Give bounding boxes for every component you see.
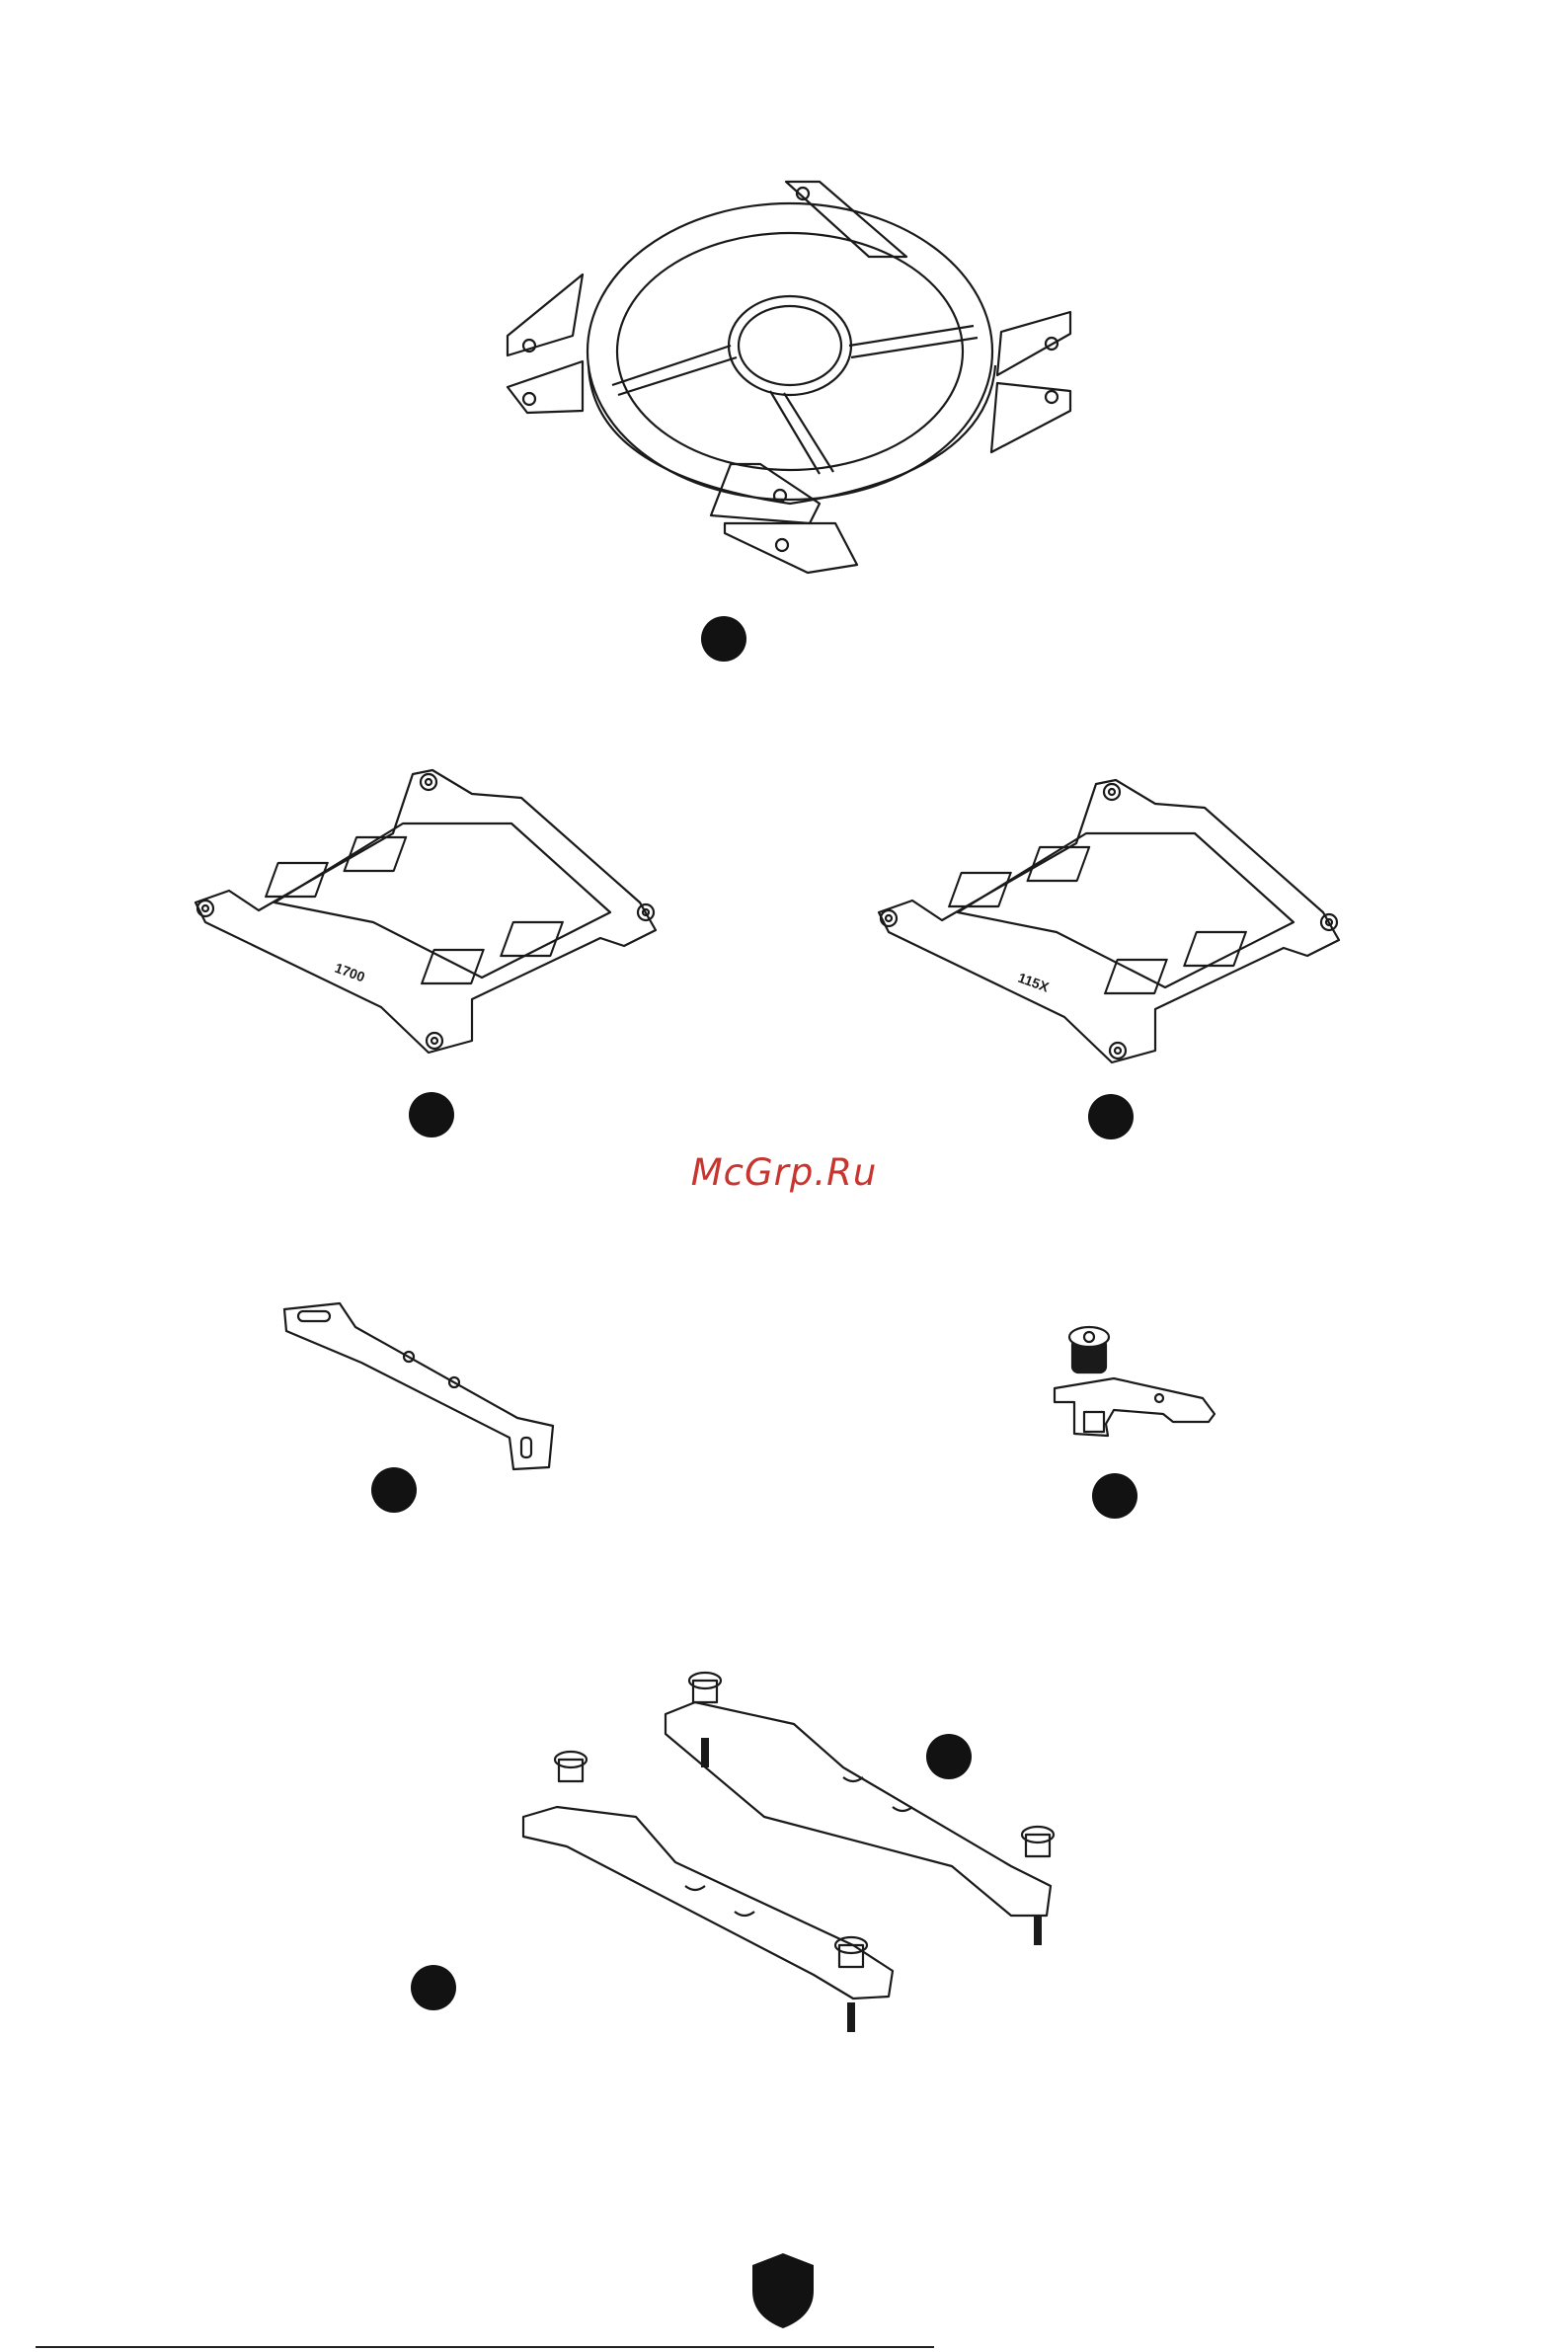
marker-standoff-clip xyxy=(1092,1473,1137,1519)
marker-bar-upper xyxy=(926,1734,972,1779)
svg-text:115X: 115X xyxy=(1016,970,1052,995)
mounting-bracket-115x: 115X xyxy=(869,774,1363,1080)
marker-fan xyxy=(701,616,746,662)
svg-text:1700: 1700 xyxy=(333,960,367,985)
fan-illustration xyxy=(494,178,1086,592)
footer-rule xyxy=(36,2346,934,2348)
marker-bracket-115x xyxy=(1088,1094,1134,1139)
marker-support-plate xyxy=(371,1467,417,1513)
watermark-text: McGrp.Ru xyxy=(0,1151,1568,1194)
mounting-bracket-1700: 1700 xyxy=(186,764,679,1070)
mounting-bars xyxy=(517,1659,1080,2054)
marker-bar-lower xyxy=(411,1965,456,2010)
shield-icon xyxy=(748,2251,818,2330)
standoff-clip xyxy=(1045,1319,1222,1448)
bracket-1700-marking: 1700 xyxy=(333,960,367,985)
marker-bracket-1700 xyxy=(409,1092,454,1137)
bracket-115x-marking: 115X xyxy=(1016,970,1052,995)
support-plate xyxy=(280,1299,567,1477)
